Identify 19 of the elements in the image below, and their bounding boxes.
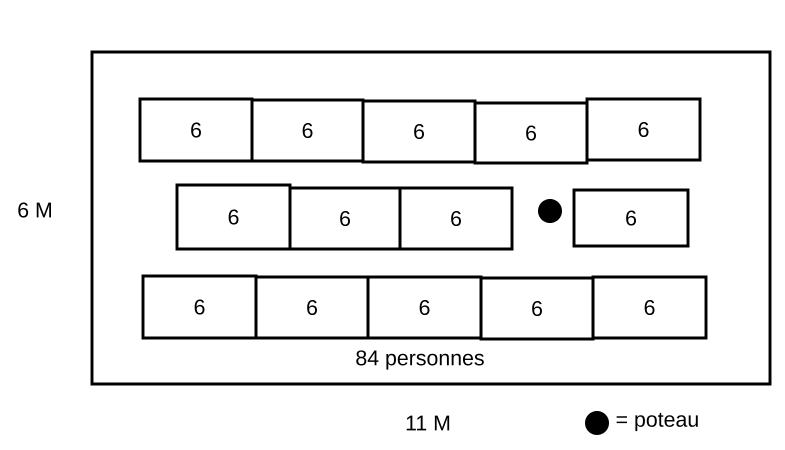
legend-text: = poteau — [616, 412, 698, 432]
table-box: 6 — [480, 276, 594, 340]
capacity-note: 84 personnes — [356, 350, 484, 370]
table-box: 6 — [176, 184, 292, 250]
pole-dot — [538, 199, 562, 223]
table-box: 6 — [366, 276, 482, 340]
dimension-label: 6 M — [18, 202, 51, 218]
table-box: 6 — [250, 98, 364, 162]
table-box: 6 — [586, 98, 702, 162]
dimension-label: 11 M — [406, 416, 450, 430]
table-box: 6 — [138, 98, 254, 162]
table-box: 6 — [474, 102, 588, 164]
table-box: 6 — [592, 276, 708, 340]
table-box: 6 — [398, 186, 514, 250]
table-box: 6 — [254, 276, 370, 340]
table-box: 6 — [142, 274, 258, 340]
table-box: 6 — [362, 100, 476, 164]
table-box: 6 — [572, 188, 690, 248]
table-box: 6 — [288, 186, 402, 250]
